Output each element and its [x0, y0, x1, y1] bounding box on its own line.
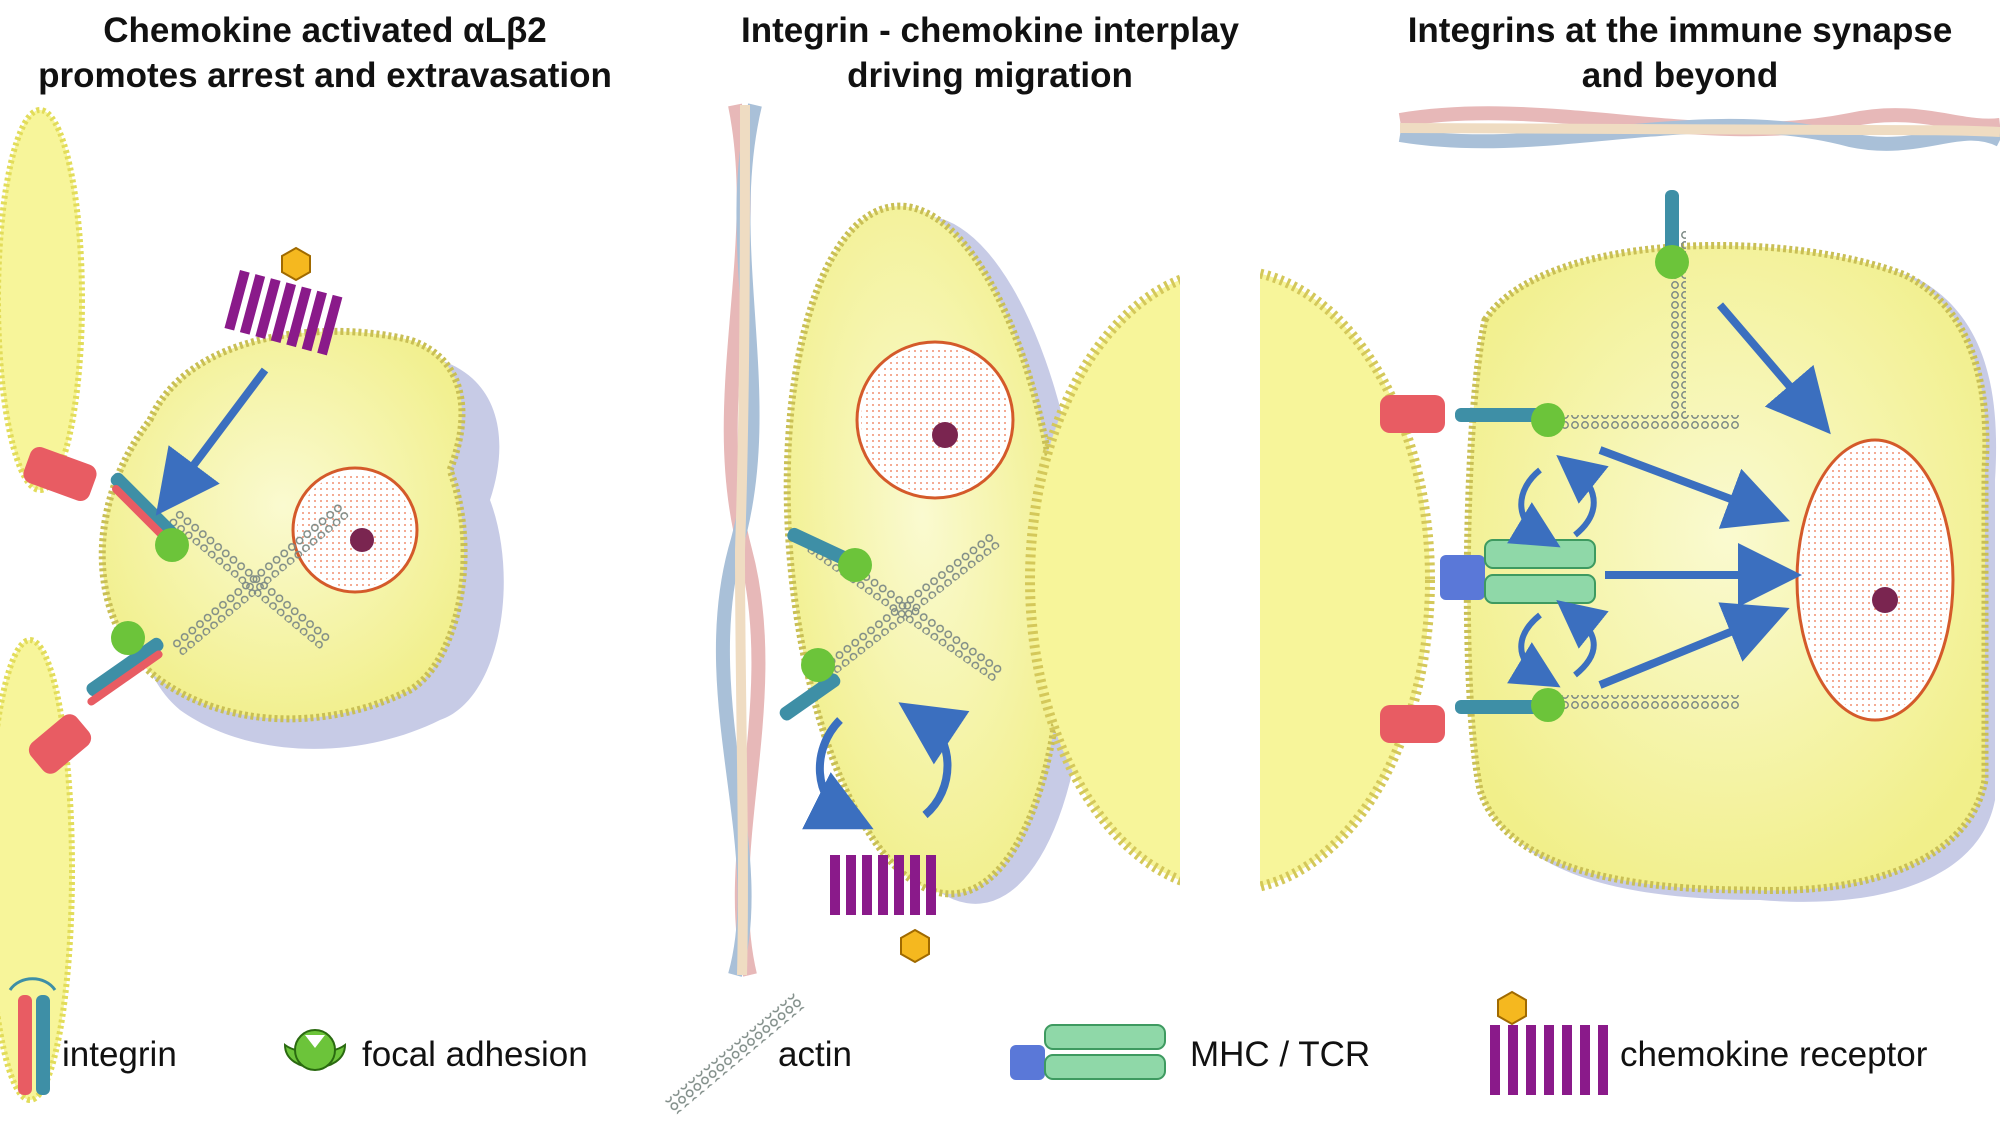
integrin	[787, 527, 853, 567]
integrin	[1455, 700, 1555, 714]
cycle-arrow	[1507, 612, 1561, 688]
chemokine-receptor	[830, 855, 936, 915]
signal-arrow	[155, 367, 269, 516]
panel2-title-line2: driving migration	[847, 56, 1133, 95]
cycle-arrow-right	[898, 702, 970, 819]
panel3-title-line2: and beyond	[1581, 56, 1779, 95]
icam-ligand	[1380, 395, 1445, 433]
focal-adhesion	[1655, 245, 1689, 279]
t-cell	[1463, 241, 1990, 894]
nucleus-chromatin	[297, 472, 413, 588]
focal-adhesion	[111, 621, 145, 655]
panel2-title-line1: Integrin - chemokine interplay	[741, 11, 1239, 50]
signal-arrow	[1598, 446, 1790, 529]
legend-label-chemokine-receptor: chemokine receptor	[1620, 1035, 1928, 1074]
focal-adhesion	[1531, 688, 1565, 722]
panel1-title-line1: Chemokine activated αLβ2	[103, 11, 547, 50]
integrin-icon	[8, 977, 57, 1095]
signal-arrow	[1716, 302, 1831, 435]
mhc	[1440, 555, 1485, 600]
panel1-title-line2: promotes arrest and extravasation	[38, 56, 612, 95]
integrin-top	[110, 472, 180, 542]
panel3	[1025, 106, 2000, 910]
nucleus-chromatin	[1801, 444, 1949, 716]
cycle-arrow	[1507, 467, 1561, 548]
chemokine-receptor	[224, 270, 343, 356]
nucleolus	[1872, 587, 1898, 613]
cycle-arrow	[1556, 599, 1609, 678]
chemokine-receptor-icon	[1490, 990, 1608, 1095]
ecm-fiber	[734, 104, 750, 976]
cycle-arrow-left	[802, 717, 874, 830]
panel1	[0, 107, 504, 1103]
focal-adhesion	[155, 528, 189, 562]
nucleolus	[932, 422, 958, 448]
mhc-tcr-icon	[1010, 1024, 1166, 1080]
panel3-title: Integrins at the immune synapse and beyo…	[1360, 8, 2000, 98]
cycle-arrow	[1556, 454, 1609, 538]
nucleolus	[350, 528, 374, 552]
focal-adhesion	[838, 548, 872, 582]
legend-label-focal-adhesion: focal adhesion	[362, 1035, 588, 1074]
integrin	[779, 673, 841, 721]
chemokine	[900, 928, 930, 964]
legend	[8, 977, 1608, 1116]
panel2	[715, 103, 1088, 977]
ecm-fiber	[1399, 123, 2000, 137]
tcr	[1484, 574, 1596, 604]
legend-label-actin: actin	[778, 1035, 852, 1074]
actin-icon	[664, 992, 806, 1116]
tcr	[1484, 539, 1596, 569]
legend-label-integrin: integrin	[62, 1035, 177, 1074]
chemokine	[281, 246, 311, 282]
panel1-title: Chemokine activated αLβ2 promotes arrest…	[0, 8, 650, 98]
integrin-bottom-red	[87, 650, 163, 706]
icam-ligand-top	[23, 446, 97, 502]
panel3-clip	[1180, 250, 1260, 910]
integrin	[1455, 408, 1555, 422]
endothelial-cell-top	[0, 107, 85, 493]
panel3-title-line1: Integrins at the immune synapse	[1407, 11, 1953, 50]
actin-filament	[1560, 695, 1740, 711]
legend-label-mhc-tcr: MHC / TCR	[1190, 1035, 1371, 1074]
icam-ligand-bottom	[28, 714, 92, 774]
integrin-bottom	[86, 637, 164, 697]
actin-filament	[167, 507, 333, 651]
focal-adhesion	[801, 648, 835, 682]
panel2-title: Integrin - chemokine interplay driving m…	[680, 8, 1300, 98]
signal-arrow	[1598, 602, 1790, 689]
nucleus-chromatin	[861, 346, 1009, 494]
actin-filament	[1560, 415, 1740, 431]
focal-adhesion-icon	[283, 1029, 347, 1071]
icam-ligand	[1380, 705, 1445, 743]
focal-adhesion	[1531, 403, 1565, 437]
